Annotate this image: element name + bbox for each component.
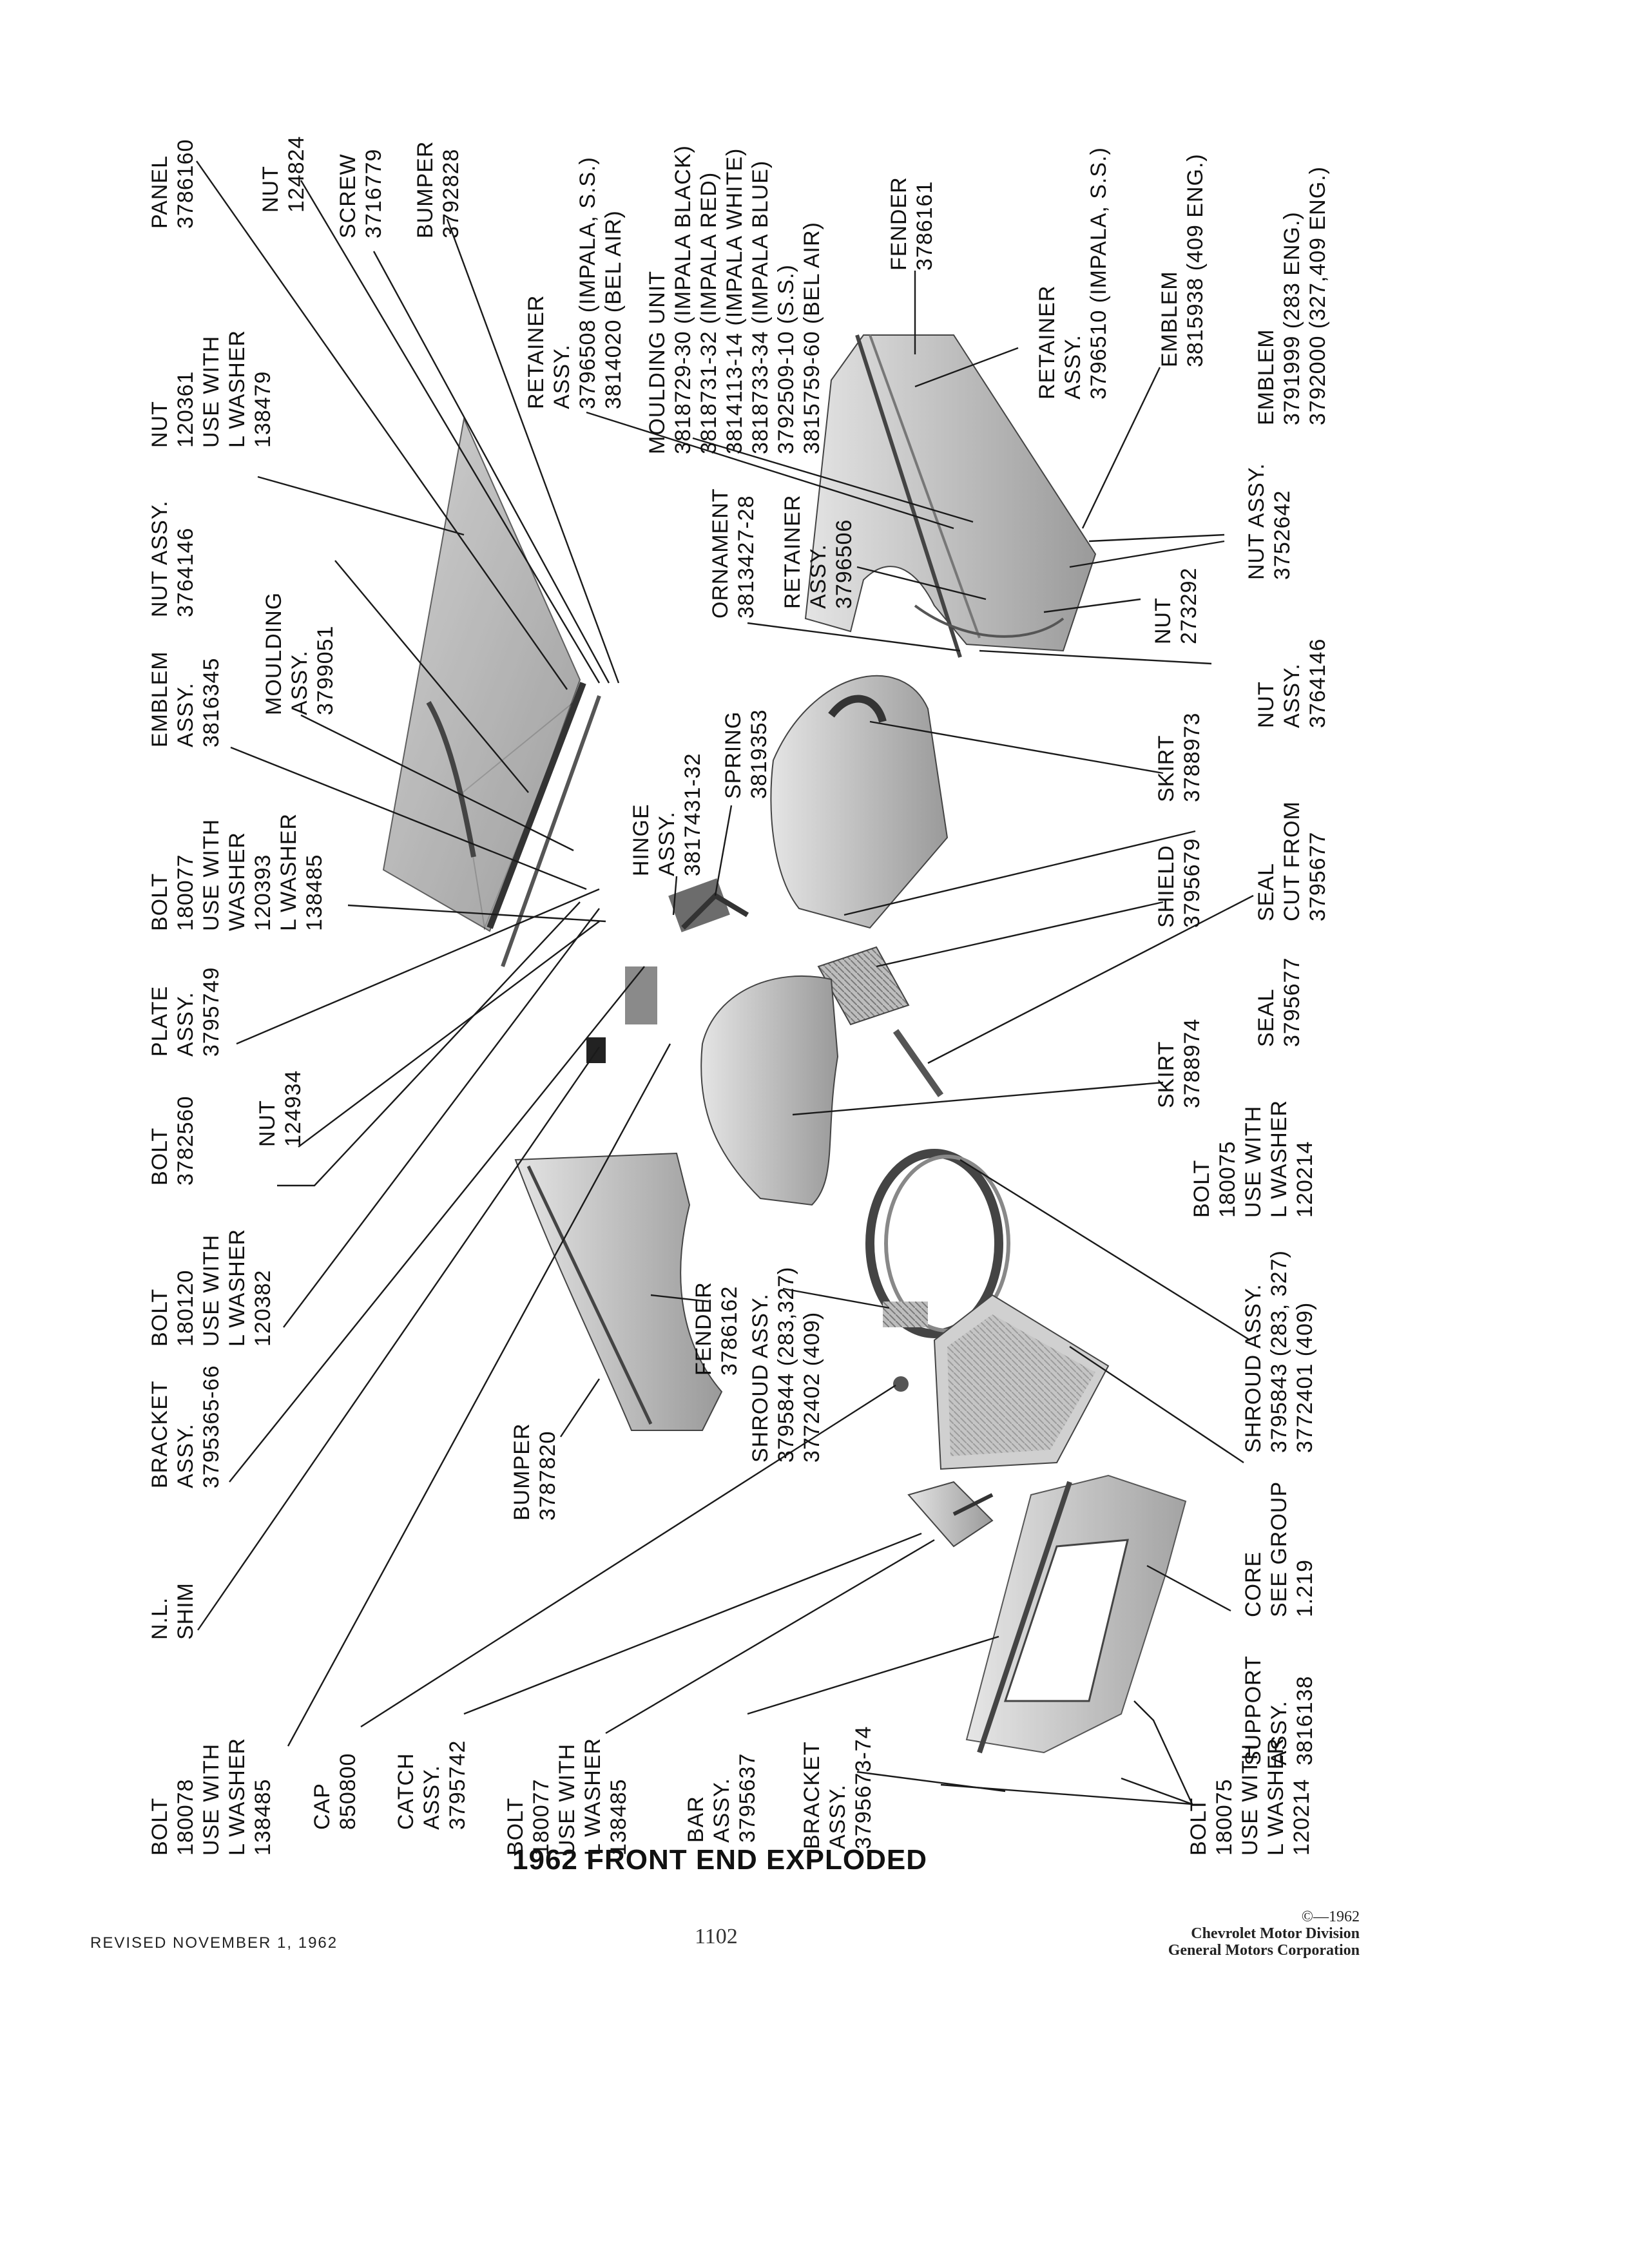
callout-retainer-3796506: RETAINER ASSY. 3796506 — [780, 494, 856, 609]
copyright-year: ©—1962 — [1301, 1908, 1360, 1925]
callout-plate-3795749: PLATE ASSY. 3795749 — [148, 966, 224, 1057]
callout-fender-3786162: FENDER 3786162 — [691, 1282, 742, 1376]
page-number: 1102 — [695, 1925, 738, 1948]
radiator-support-part — [965, 1474, 1187, 1754]
callout-bracket-3795365: BRACKET ASSY. 3795365-66 — [148, 1365, 224, 1488]
page-title: 1962 FRONT END EXPLODED — [512, 1844, 928, 1876]
callout-moulding-unit: MOULDING UNIT 3818729-30 (IMPALA BLACK) … — [645, 145, 824, 454]
revision-date: REVISED NOVEMBER 1, 1962 — [90, 1934, 338, 1952]
callout-emblem-3816345: EMBLEM ASSY. 3816345 — [148, 651, 224, 747]
hood-hinge-part — [586, 878, 749, 1063]
radiator-cap-part — [893, 1376, 909, 1392]
callout-retainer-3796508: RETAINER ASSY. 3796508 (IMPALA, S.S.) 38… — [524, 157, 626, 409]
callout-skirt-3788974: SKIRT 3788974 — [1154, 1018, 1204, 1108]
left-fender-part — [514, 1152, 723, 1431]
callout-nut-3764146-right: NUT ASSY. 3764146 — [1254, 638, 1330, 728]
callout-bolt-180078: BOLT 180078 USE WITH L WASHER 138485 — [148, 1737, 275, 1856]
hood-catch-part — [907, 1481, 994, 1548]
callout-shroud-3795843: SHROUD ASSY. 3795843 (283, 327) 3772401 … — [1241, 1250, 1317, 1453]
callout-bolt-180075-mid: BOLT 180075 USE WITH L WASHER 120214 — [1190, 1099, 1317, 1218]
callout-seal-3795677: SEAL 3795677 — [1254, 957, 1304, 1047]
callout-bolt-180077-top: BOLT 180077 USE WITH WASHER 120393 L WAS… — [148, 812, 327, 931]
callout-bolt-3782560: BOLT 3782560 — [148, 1095, 198, 1186]
callout-bolt-180120: BOLT 180120 USE WITH L WASHER 120382 — [148, 1228, 275, 1347]
callout-seal-cut-3795677: SEAL CUT FROM 3795677 — [1254, 801, 1330, 921]
callout-nut-3764146-top: NUT ASSY. 3764146 — [148, 500, 198, 617]
callout-emblem-3791999: EMBLEM 3791999 (283 ENG.) 3792000 (327,4… — [1254, 166, 1330, 425]
callout-bolt-180075-bottom: BOLT 180075 USE WITH L WASHER 120214 — [1186, 1737, 1314, 1856]
callout-screw-3716779: SCREW 3716779 — [336, 148, 386, 238]
callout-nut-124934: NUT 124934 — [255, 1070, 305, 1147]
callout-emblem-3815938: EMBLEM 3815938 (409 ENG.) — [1157, 153, 1208, 367]
callout-shield-3795679: SHIELD 3795679 — [1154, 838, 1204, 928]
callout-core-1219: CORE SEE GROUP 1.219 — [1241, 1481, 1317, 1617]
callout-nut-3752642: NUT ASSY. 3752642 — [1244, 463, 1295, 580]
callout-hinge-3817431: HINGE ASSY. 3817431-32 — [629, 753, 705, 876]
radiator-core-part — [933, 1294, 1110, 1470]
callout-cap-850800: CAP 850800 — [310, 1753, 360, 1830]
callout-shroud-3795844: SHROUD ASSY. 3795844 (283,327) 3772402 (… — [748, 1266, 824, 1463]
callout-spring-3819353: SPRING 3819353 — [721, 709, 771, 799]
callout-nut-120361: NUT 120361 USE WITH L WASHER 138479 — [148, 329, 275, 448]
callout-skirt-3788973: SKIRT 3788973 — [1154, 712, 1204, 802]
callout-bumper-3792828: BUMPER 3792828 — [413, 140, 463, 238]
callout-nut-124824: NUT 124824 — [258, 135, 309, 213]
callout-bracket-3795673: BRACKET ASSY. 3795673-74 — [800, 1725, 876, 1849]
hood-panel-part — [382, 416, 601, 968]
callout-moulding-3799051: MOULDING ASSY. 3799051 — [262, 591, 338, 715]
callout-bumper-3787820: BUMPER 3787820 — [510, 1423, 560, 1521]
callout-ornament-3813427: ORNAMENT 3813427-28 — [708, 488, 758, 619]
left-skirt-part — [700, 975, 839, 1206]
callout-panel-3786160: PANEL 3786160 — [148, 139, 198, 229]
right-fender-part — [804, 334, 1097, 658]
callout-nut-273292: NUT 273292 — [1151, 567, 1201, 644]
callout-bolt-180077-bottom: BOLT 180077 USE WITH L WASHER 138485 — [503, 1737, 631, 1856]
callout-catch-3795742: CATCH ASSY. 3795742 — [394, 1740, 470, 1830]
right-skirt-part — [770, 675, 949, 929]
copyright-division: Chevrolet Motor Division — [1191, 1925, 1360, 1942]
callout-bar-3795637: BAR ASSY. 3795637 — [684, 1753, 760, 1843]
callout-fender-3786161: FENDER 3786161 — [887, 177, 937, 271]
copyright-notice: ©—1962 Chevrolet Motor Division General … — [1168, 1908, 1360, 1959]
callout-retainer-3796510: RETAINER ASSY. 3796510 (IMPALA, S.S.) — [1035, 147, 1111, 399]
callout-nl-shim: N.L. SHIM — [148, 1582, 198, 1640]
shield-and-seal-part — [817, 946, 944, 1097]
copyright-corporation: General Motors Corporation — [1168, 1942, 1360, 1959]
